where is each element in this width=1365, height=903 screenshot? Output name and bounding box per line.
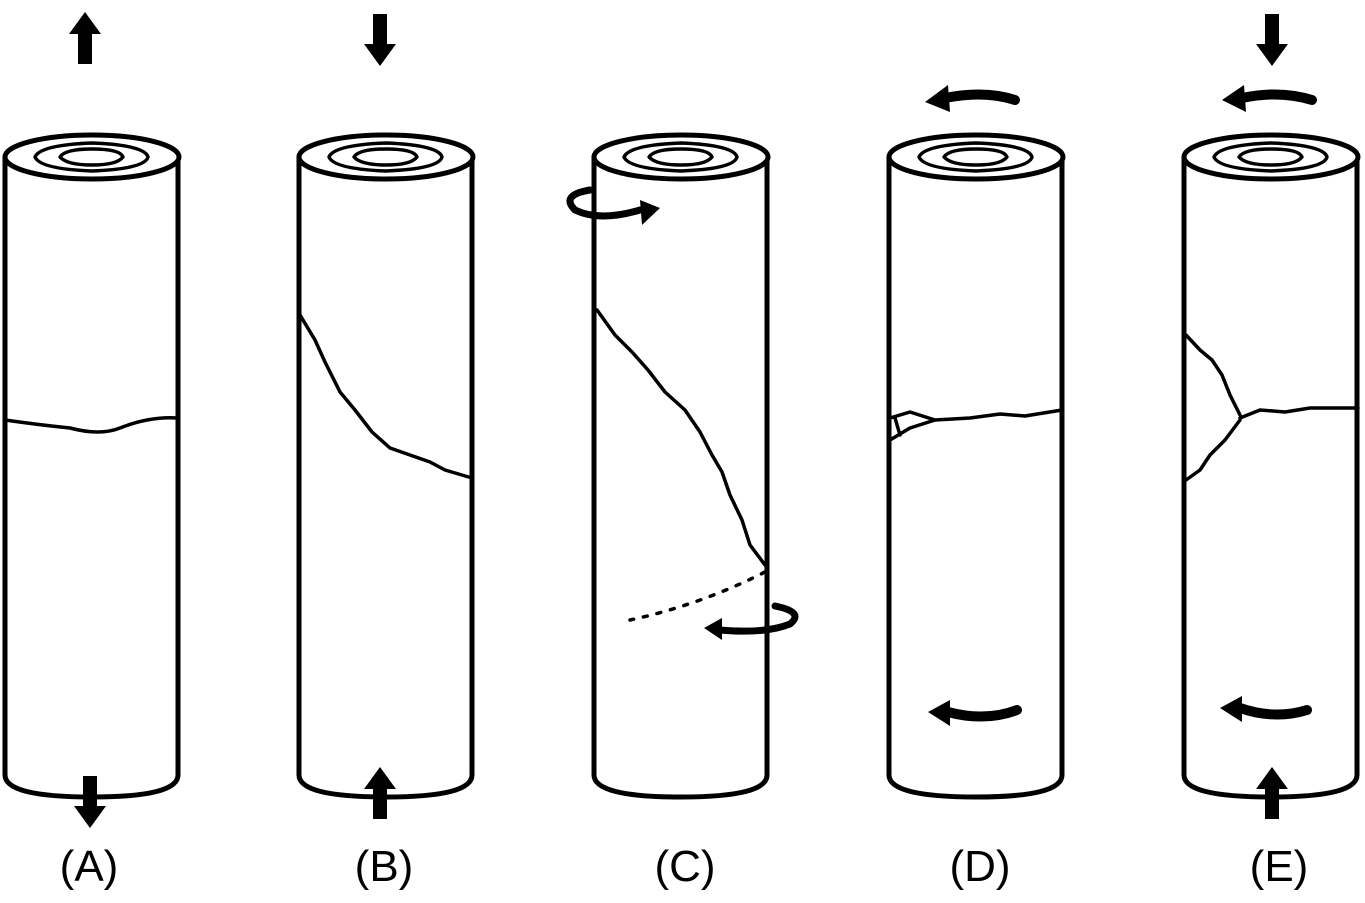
panel-a bbox=[5, 12, 179, 828]
panel-label-a: (A) bbox=[59, 842, 119, 891]
panel-c bbox=[566, 135, 799, 797]
panel-label-c: (C) bbox=[654, 842, 716, 891]
curved-arrow-icon bbox=[1220, 696, 1312, 722]
arrow-up-icon bbox=[69, 12, 101, 64]
curved-arrow-icon bbox=[928, 700, 1022, 726]
panel-e bbox=[1184, 14, 1358, 819]
cylinder-e bbox=[1184, 135, 1358, 797]
panel-label-e: (E) bbox=[1249, 842, 1309, 891]
arrow-down-icon bbox=[1256, 14, 1288, 66]
panel-label-b: (B) bbox=[354, 842, 414, 891]
panel-label-d: (D) bbox=[949, 842, 1011, 891]
twist-arrow-icon bbox=[566, 186, 660, 225]
crack-butterfly bbox=[1184, 333, 1360, 482]
arrow-down-icon bbox=[364, 14, 396, 66]
crack-transverse bbox=[3, 415, 180, 434]
twist-arrow-icon bbox=[704, 602, 799, 640]
crack-oblique bbox=[298, 313, 474, 480]
cylinder-c bbox=[594, 135, 768, 797]
cylinder-d bbox=[889, 135, 1063, 797]
crack-spiral bbox=[595, 308, 767, 567]
cylinder-b bbox=[299, 135, 473, 797]
curved-arrow-icon bbox=[1222, 85, 1317, 112]
crack-bending bbox=[888, 408, 1064, 442]
panel-b bbox=[299, 14, 473, 819]
cylinder-a bbox=[5, 135, 179, 797]
crack-spiral-hidden bbox=[628, 570, 767, 622]
panel-d bbox=[889, 85, 1063, 797]
curved-arrow-icon bbox=[925, 85, 1020, 112]
